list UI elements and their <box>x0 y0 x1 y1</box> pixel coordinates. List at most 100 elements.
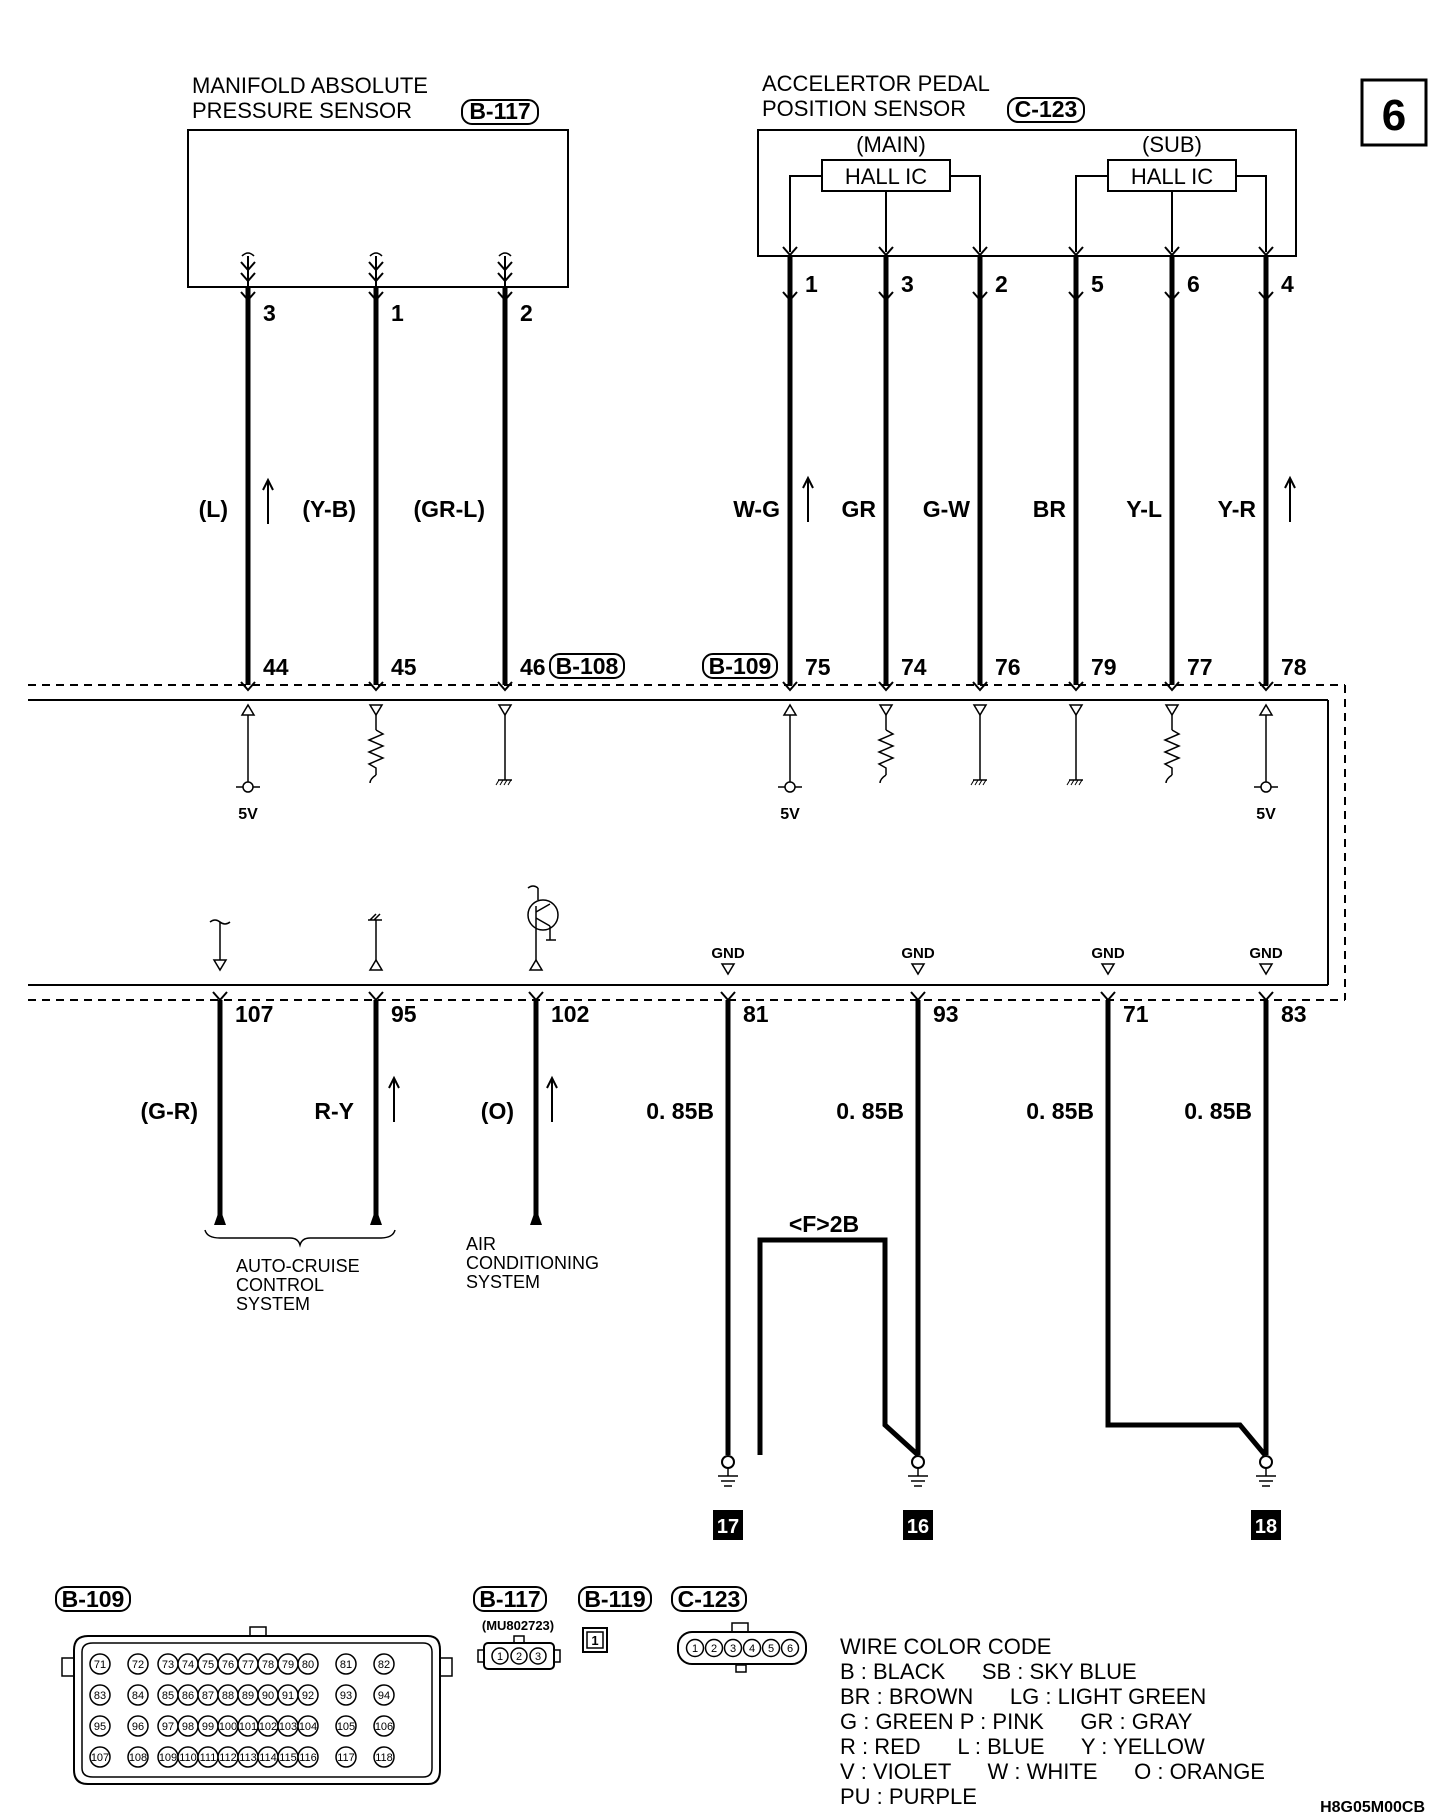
b119-pin: 1 <box>591 1633 598 1648</box>
svg-text:103: 103 <box>279 1721 297 1733</box>
b109-pin: 71 <box>89 1653 111 1675</box>
wire-color-code-line-4: R : RED L : BLUE Y : YELLOW <box>840 1734 1205 1759</box>
ecu-gnd-circuit: GND <box>711 945 745 976</box>
top-wire: 3(L)44 <box>199 252 289 692</box>
map-sensor-connector: B-117 <box>469 98 530 124</box>
b109-pin: 103 <box>277 1715 299 1737</box>
wire-color-label: 0. 85B <box>1184 1098 1252 1124</box>
svg-text:3: 3 <box>730 1643 736 1655</box>
b109-pin: 74 <box>177 1653 199 1675</box>
svg-text:110: 110 <box>179 1752 197 1764</box>
ecu-pin-label: 76 <box>995 654 1021 680</box>
b109-pin: 86 <box>177 1684 199 1706</box>
sensor-pin-label: 4 <box>1281 271 1294 297</box>
svg-text:78: 78 <box>262 1659 274 1671</box>
ecu-frame <box>28 684 1346 1001</box>
c123-pin: 5 <box>761 1638 781 1658</box>
ecu-output-circuit <box>209 919 231 972</box>
svg-text:87: 87 <box>202 1690 214 1702</box>
voltage-label: 5V <box>780 806 800 823</box>
svg-text:80: 80 <box>302 1659 314 1671</box>
b109-pin: 118 <box>373 1746 395 1768</box>
top-wire: 4Y-R78 <box>1218 246 1307 692</box>
app-main-label: (MAIN) <box>856 132 926 157</box>
b109-pin: 117 <box>335 1746 357 1768</box>
ecu-input-circuit <box>1066 704 1084 786</box>
ecu-connector-b109: B-109 <box>709 653 772 679</box>
connector-view-b119: 1 <box>582 1627 608 1653</box>
gnd-label: GND <box>901 945 935 962</box>
svg-text:106: 106 <box>375 1721 393 1733</box>
b109-pin: 113 <box>237 1746 259 1768</box>
svg-text:5: 5 <box>768 1643 774 1655</box>
top-wire: 2G-W76 <box>923 246 1021 692</box>
b109-pin: 104 <box>297 1715 319 1737</box>
gnd-label: GND <box>1249 945 1283 962</box>
svg-text:117: 117 <box>337 1752 355 1764</box>
wire-color-label: (G-R) <box>141 1098 198 1124</box>
svg-text:104: 104 <box>299 1721 317 1733</box>
svg-text:6: 6 <box>787 1643 793 1655</box>
ecu-pin-label: 78 <box>1281 654 1307 680</box>
wire-color-label: 0. 85B <box>646 1098 714 1124</box>
b109-pin: 80 <box>297 1653 319 1675</box>
wire-color-label: GR <box>842 496 877 522</box>
bottom-wire: 102(O) <box>481 991 589 1225</box>
b109-pin: 79 <box>277 1653 299 1675</box>
wire-color-code-line-5: V : VIOLET W : WHITE O : ORANGE <box>840 1759 1265 1784</box>
bottom-wire: 107(G-R) <box>141 991 273 1225</box>
ecu-pin-label: 102 <box>551 1001 589 1027</box>
b109-pin: 92 <box>297 1684 319 1706</box>
svg-text:88: 88 <box>222 1690 234 1702</box>
ground-point-number: 16 <box>907 1516 929 1538</box>
connector-view-b119-label: B-119 <box>584 1586 645 1612</box>
svg-text:3: 3 <box>535 1651 541 1663</box>
connector-view-c123-label: C-123 <box>678 1586 741 1612</box>
wire-color-code-title: WIRE COLOR CODE <box>840 1634 1051 1659</box>
ground-wiring <box>757 1000 1267 1457</box>
hall-ic-main-label: HALL IC <box>845 164 927 189</box>
svg-text:4: 4 <box>749 1643 755 1655</box>
svg-text:73: 73 <box>162 1659 174 1671</box>
b109-pin: 109 <box>157 1746 179 1768</box>
svg-text:2: 2 <box>516 1651 522 1663</box>
cruise-system-line-1: AUTO-CRUISE <box>236 1256 360 1276</box>
b109-pin: 114 <box>257 1746 279 1768</box>
b109-pin: 108 <box>127 1746 149 1768</box>
wire-color-code-line-1: B : BLACK SB : SKY BLUE <box>840 1659 1137 1684</box>
wire-color-label: G-W <box>923 496 971 522</box>
wire-color-code-line-2: BR : BROWN LG : LIGHT GREEN <box>840 1684 1206 1709</box>
gnd-label: GND <box>711 945 745 962</box>
sensor-pin-label: 5 <box>1091 271 1104 297</box>
aircon-system-line-3: SYSTEM <box>466 1272 540 1292</box>
svg-text:1: 1 <box>497 1651 503 1663</box>
svg-text:76: 76 <box>222 1659 234 1671</box>
ecu-input-circuit <box>970 704 988 786</box>
b109-pin: 78 <box>257 1653 279 1675</box>
b109-pin: 81 <box>335 1653 357 1675</box>
svg-text:98: 98 <box>182 1721 194 1733</box>
sensor-pin-label: 2 <box>520 300 533 326</box>
svg-text:115: 115 <box>279 1752 297 1764</box>
svg-text:101: 101 <box>239 1721 257 1733</box>
b109-pin: 100 <box>217 1715 239 1737</box>
c123-pin: 3 <box>723 1638 743 1658</box>
svg-text:81: 81 <box>340 1659 352 1671</box>
b109-pin: 95 <box>89 1715 111 1737</box>
ecu-gnd-circuit: GND <box>1249 945 1283 976</box>
ecu-pin-label: 83 <box>1281 1001 1307 1027</box>
b109-pin: 82 <box>373 1653 395 1675</box>
svg-text:97: 97 <box>162 1721 174 1733</box>
ecu-pin-label: 44 <box>263 654 289 680</box>
wire-color-label: BR <box>1033 496 1067 522</box>
top-wire: 1W-G75 <box>733 246 831 692</box>
connector-view-b117-part: (MU802723) <box>482 1618 554 1633</box>
aircon-system-line-2: CONDITIONING <box>466 1253 599 1273</box>
ecu-input-circuit: 5V <box>1254 703 1278 823</box>
b109-pin: 75 <box>197 1653 219 1675</box>
voltage-label: 5V <box>238 806 258 823</box>
